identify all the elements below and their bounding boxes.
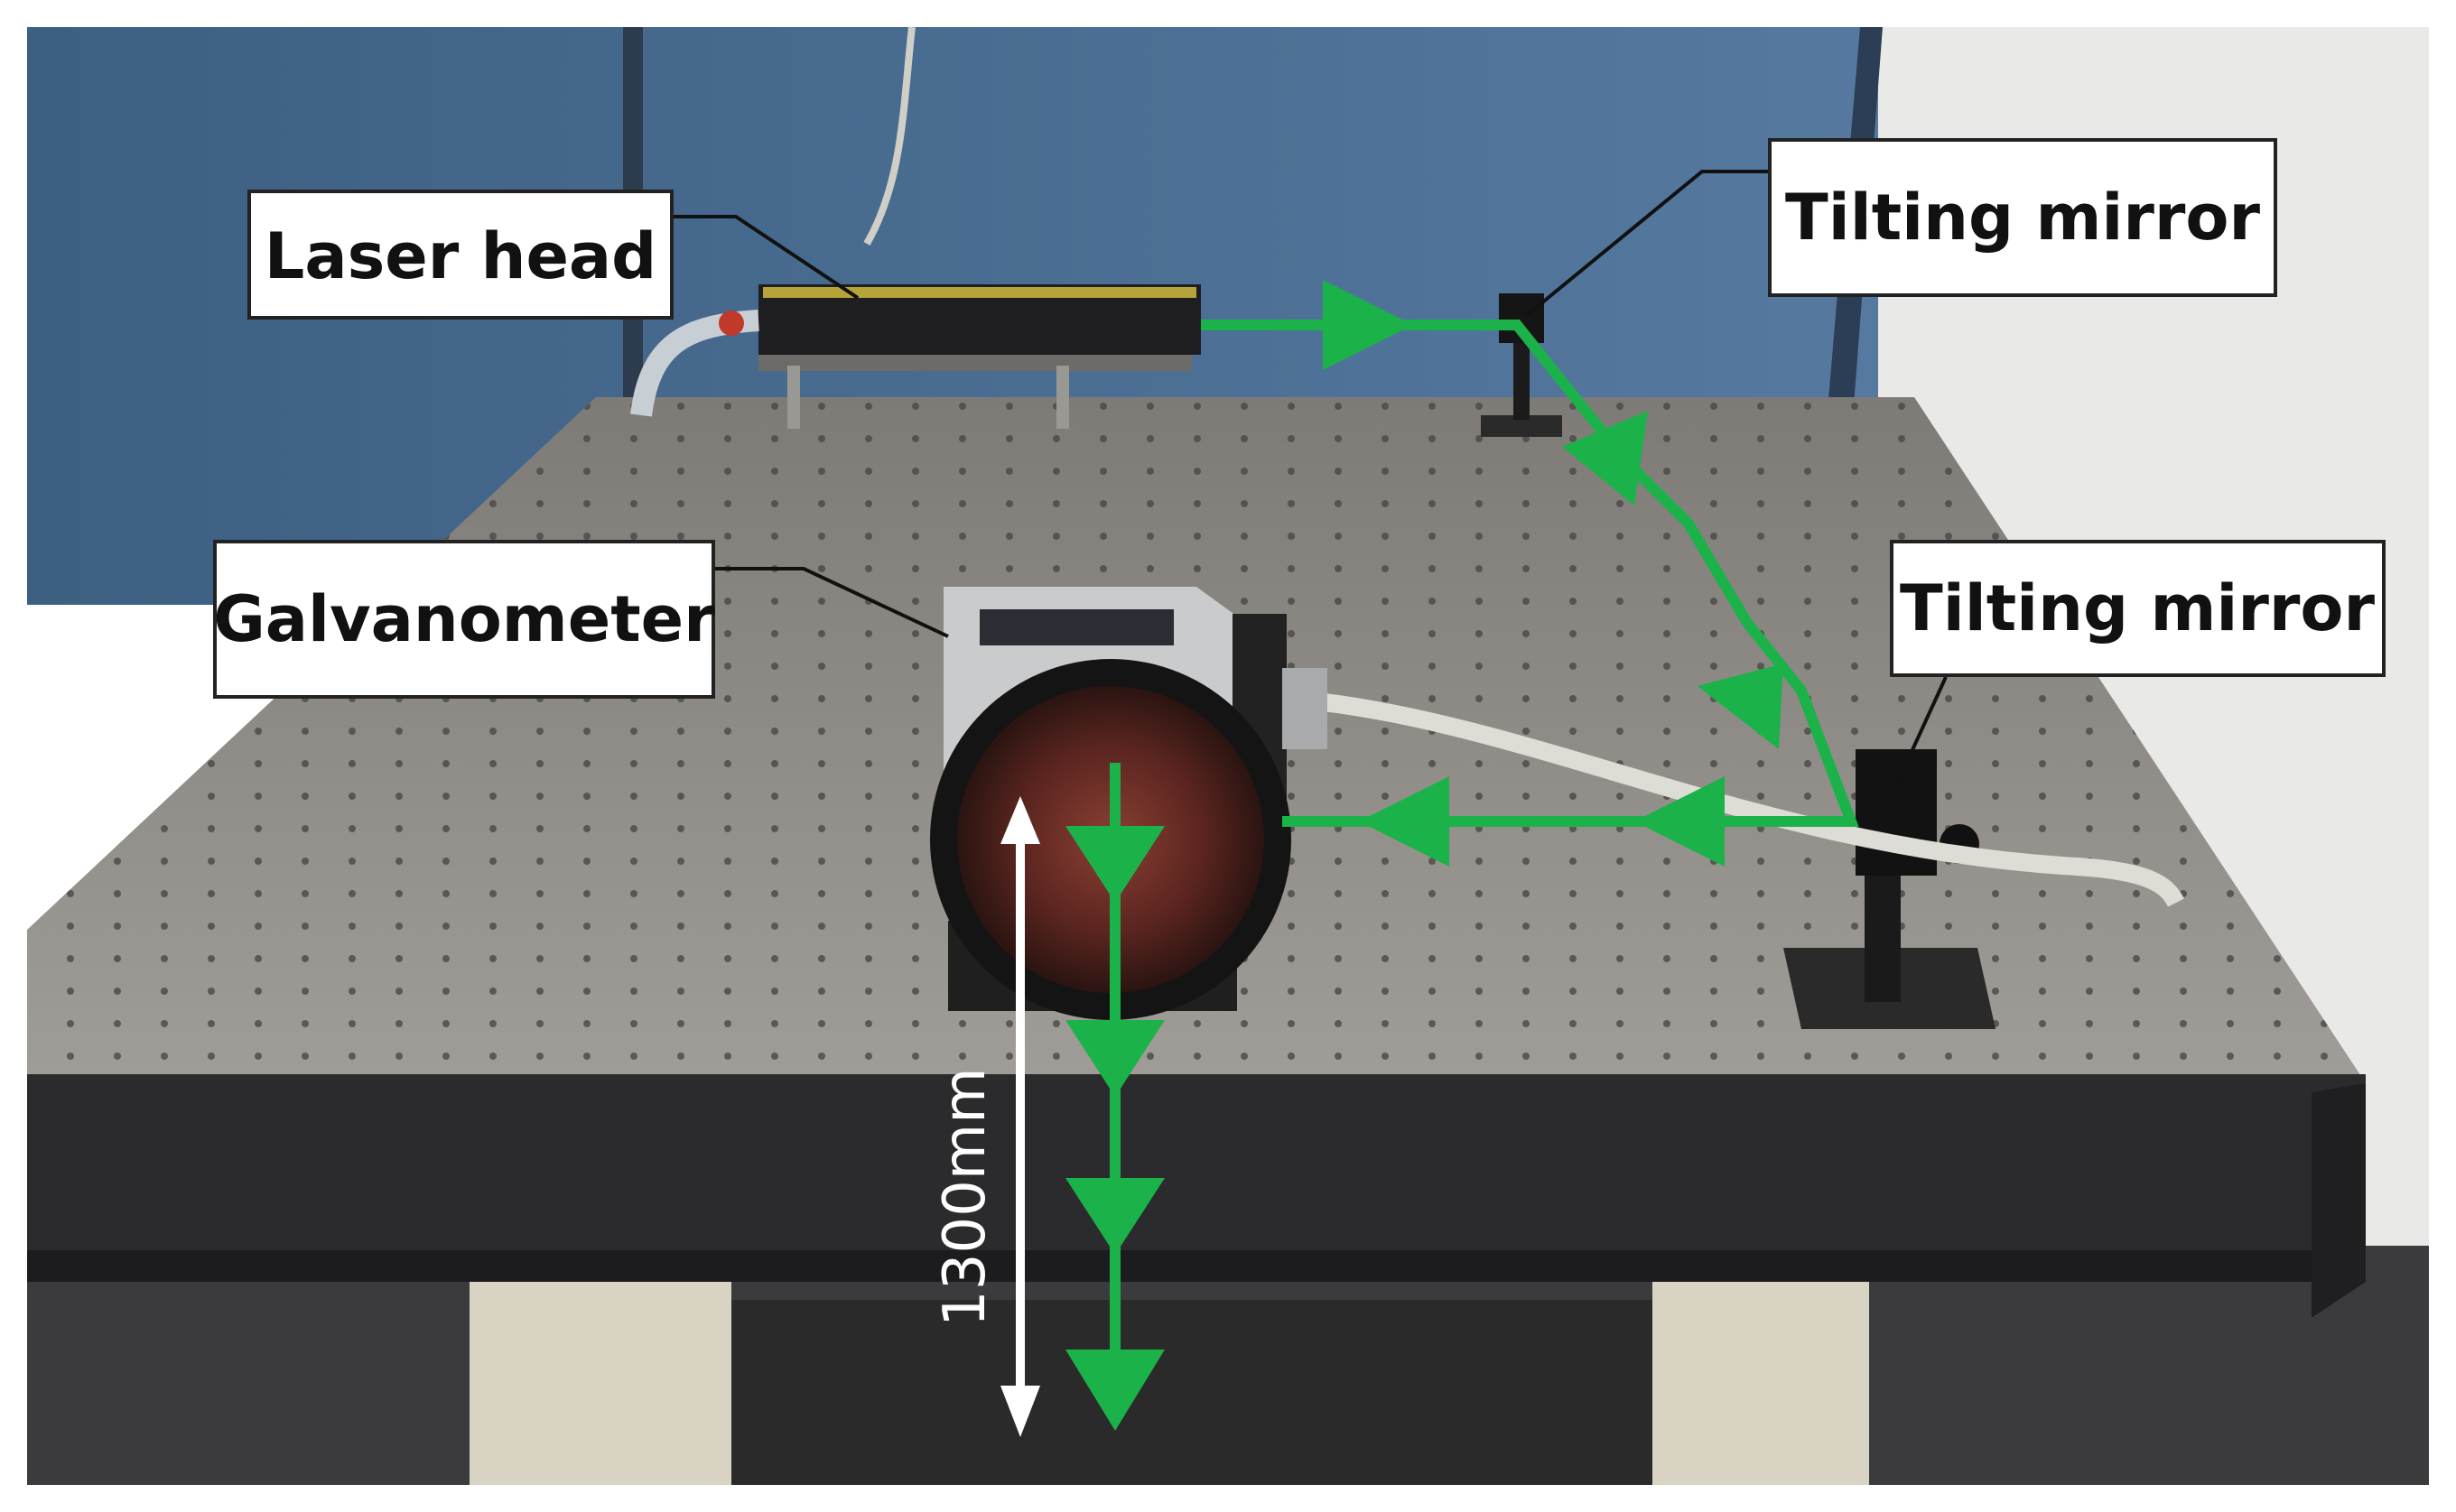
beam-arrow-5 [1359,776,1449,867]
table-leg-left [470,1246,731,1485]
table-leg-right [1652,1246,1869,1485]
label-tilting-mirror-right: Tilting mirror [1900,571,2376,645]
cable-from-ceiling [863,26,916,246]
callout-tilting-mirror-right: Tilting mirror [1890,540,2386,677]
beam-arrow-3 [1698,663,1783,749]
laser-hose-connector [719,311,744,336]
callout-tilting-mirror-top: Tilting mirror [1768,138,2277,297]
laser-head-post-right [1056,366,1069,429]
dimension-arrowhead-top [1000,796,1040,844]
laser-beam-arrows [1065,280,1783,1431]
beam-arrow-8 [1065,1178,1165,1255]
table-right-side [2312,1083,2366,1318]
dimension-arrowhead-bottom [1000,1386,1040,1437]
leader-laser-head [673,215,860,300]
leader-tilting-mirror-right [1894,676,1948,786]
label-galvanometer: Galvanometer [213,582,715,656]
beam-arrow-2 [1562,411,1648,506]
dimension-arrow [1000,796,1040,1437]
label-laser-head: Laser head [265,219,657,293]
leader-galvanometer [713,567,949,638]
beam-arrow-6 [1065,826,1165,903]
galvo-window [980,609,1174,645]
mirror-right-post [1865,867,1901,1002]
callout-laser-head: Laser head [247,190,674,320]
dimension-label: 1300mm [932,1067,999,1327]
under-table-space [731,1300,1652,1485]
leader-tilting-mirror-top [1524,170,1774,318]
galvo-connector [1282,668,1327,749]
callout-galvanometer: Galvanometer [213,540,715,699]
laser-head-label-strip [763,287,1196,298]
beam-arrow-4 [1634,776,1725,867]
table-edge-rim [27,1250,2366,1282]
optical-table-edge [27,1074,2366,1282]
beam-arrow-7 [1065,1020,1165,1097]
mirror-top-post [1513,334,1530,420]
beam-arrow-1 [1323,280,1413,370]
galvo-cable [1299,691,2184,907]
beam-arrow-9 [1065,1350,1165,1431]
label-tilting-mirror-top: Tilting mirror [1785,181,2261,255]
laser-head-post-left [787,366,800,429]
